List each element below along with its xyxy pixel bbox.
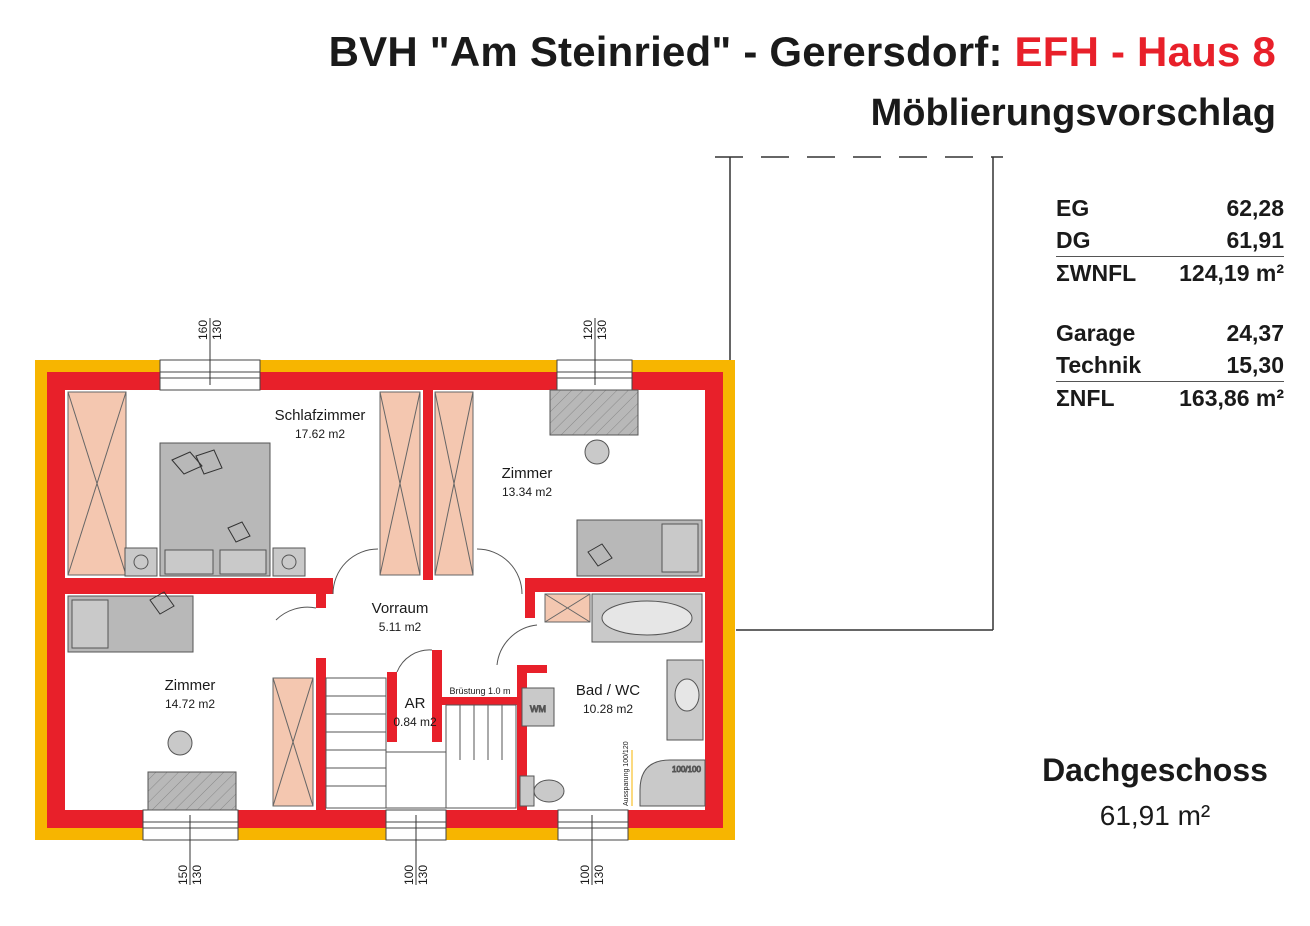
room-area-zimmer-sw: 14.72 m2 (165, 697, 215, 711)
room-name-ar: AR (405, 695, 426, 712)
dim-bottom-right-b: 130 (592, 865, 606, 885)
single-bed-ne (576, 519, 703, 577)
bruestung-label: Brüstung 1.0 m (449, 686, 510, 696)
dim-bottom-left-a: 150 (176, 865, 190, 885)
shower: 100/100 (639, 759, 706, 807)
dim-bottom-mid-b: 130 (416, 865, 430, 885)
page-subtitle: Möblierungsvorschlag (870, 92, 1276, 134)
dim-top-left-a: 160 (196, 320, 210, 340)
room-labels: Schlafzimmer 17.62 m2 Zimmer 13.34 m2 Vo… (165, 407, 641, 729)
shower-size-label: 100/100 (672, 765, 701, 774)
door-swings (275, 548, 538, 673)
title-house: EFH - Haus 8 (1014, 28, 1276, 75)
floor-name: Dachgeschoss (1042, 752, 1268, 788)
dim-top-right-a: 120 (581, 320, 595, 340)
room-area-schlafzimmer: 17.62 m2 (295, 427, 345, 441)
title-project: BVH "Am Steinried" - Gerersdorf: (328, 28, 1003, 75)
page-title: BVH "Am Steinried" - Gerersdorf: EFH - H… (329, 28, 1276, 76)
double-bed (124, 442, 306, 577)
single-bed-sw (67, 595, 194, 653)
floor-area: 61,91 m² (1099, 800, 1211, 831)
desk-ne (549, 389, 639, 465)
room-name-zimmer-sw: Zimmer (165, 677, 216, 694)
dim-bottom-right-a: 100 (578, 865, 592, 885)
balcony-outline (715, 156, 1003, 631)
toilet (519, 775, 565, 807)
room-name-vorraum: Vorraum (372, 600, 429, 617)
room-area-ar: 0.84 m2 (393, 715, 437, 729)
interior-walls (65, 390, 705, 810)
dim-bottom-left-b: 130 (190, 865, 204, 885)
bathtub (591, 593, 703, 643)
bed-pillows (149, 449, 613, 615)
room-area-bad: 10.28 m2 (583, 702, 633, 716)
room-area-zimmer-ne: 13.34 m2 (502, 485, 552, 499)
washbasin (666, 659, 704, 741)
wardrobes (67, 391, 591, 807)
room-name-bad: Bad / WC (576, 682, 640, 699)
dimension-labels: 160 130 120 130 150 130 100 130 100 130 (176, 320, 609, 885)
wm-label: WM (530, 704, 546, 714)
room-area-vorraum: 5.11 m2 (379, 620, 422, 634)
aussparung-label: Aussparung 100/120 (623, 741, 630, 806)
room-name-schlafzimmer: Schlafzimmer (275, 407, 366, 424)
washing-machine: WM (521, 687, 555, 727)
desk-sw (147, 730, 237, 811)
room-name-zimmer-ne: Zimmer (502, 465, 553, 482)
staircase (325, 677, 517, 809)
dim-bottom-mid-a: 100 (402, 865, 416, 885)
dim-top-left-b: 130 (210, 320, 224, 340)
dimension-lines (189, 318, 596, 885)
dim-top-right-b: 130 (595, 320, 609, 340)
